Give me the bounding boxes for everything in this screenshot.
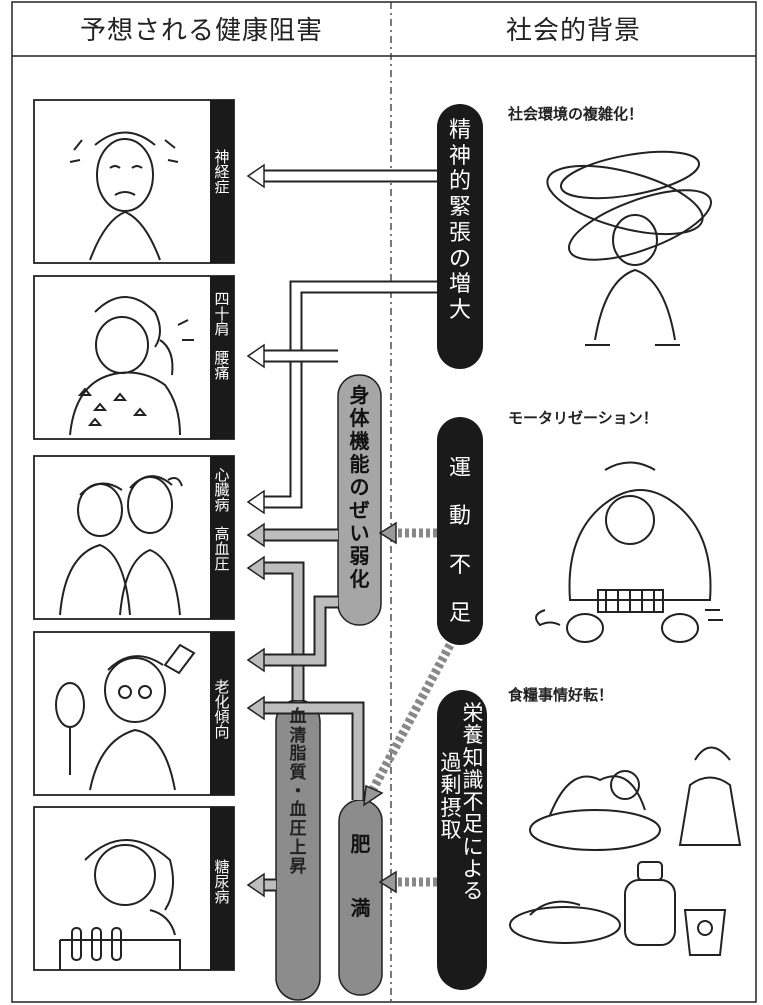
label-aging: 老化傾向 xyxy=(214,678,230,741)
label-heart-disease-hypertension: 心臓病高血圧 xyxy=(214,466,230,573)
caption-social-complexity: 社会環境の複雑化！ xyxy=(508,105,644,123)
label-diabetes: 糖尿病 xyxy=(214,858,230,906)
caption-motorization: モータリゼーション！ xyxy=(508,409,658,427)
factor-obesity: 肥満 xyxy=(350,832,371,920)
aging-figure xyxy=(55,643,196,791)
arrowheads-gray xyxy=(246,521,397,898)
gray-arrows xyxy=(262,349,454,892)
social-complexity-figure xyxy=(546,150,712,346)
motorization-figure xyxy=(535,461,723,643)
diabetes-figure xyxy=(59,839,181,970)
factor-overintake-line1: 栄養知識不足による xyxy=(462,701,484,903)
background-sketches xyxy=(509,150,742,956)
neurosis-figure xyxy=(69,131,179,261)
factor-physical-decline: 身体機能のぜい弱化 xyxy=(349,383,370,591)
header-social-background: 社会的背景 xyxy=(505,15,641,46)
factor-mental-stress: 精神的緊張の増大 xyxy=(448,118,471,324)
arrowheads xyxy=(246,163,265,515)
food-figure xyxy=(509,746,742,956)
factor-serum-bp: 血清脂質・血圧上昇 xyxy=(289,707,307,877)
illustration-boxes xyxy=(33,99,235,971)
factor-overintake-line2: 過剰摂取 xyxy=(440,751,462,842)
label-neurosis: 神経症 xyxy=(214,148,230,196)
factor-pills xyxy=(437,104,487,990)
header-health-effects: 予想される健康阻害 xyxy=(79,15,323,46)
heart-disease-figure xyxy=(59,475,183,616)
shoulder-pain-figure xyxy=(69,296,194,436)
figure-sketches xyxy=(55,131,196,970)
caption-food-improvement: 食糧事情好転！ xyxy=(508,686,614,704)
label-frozen-shoulder-lumbago: 四十肩腰痛 xyxy=(214,290,230,382)
factor-bars xyxy=(275,374,383,1001)
factor-lack-of-exercise: 運動不足 xyxy=(448,456,471,627)
connectors xyxy=(262,169,437,509)
